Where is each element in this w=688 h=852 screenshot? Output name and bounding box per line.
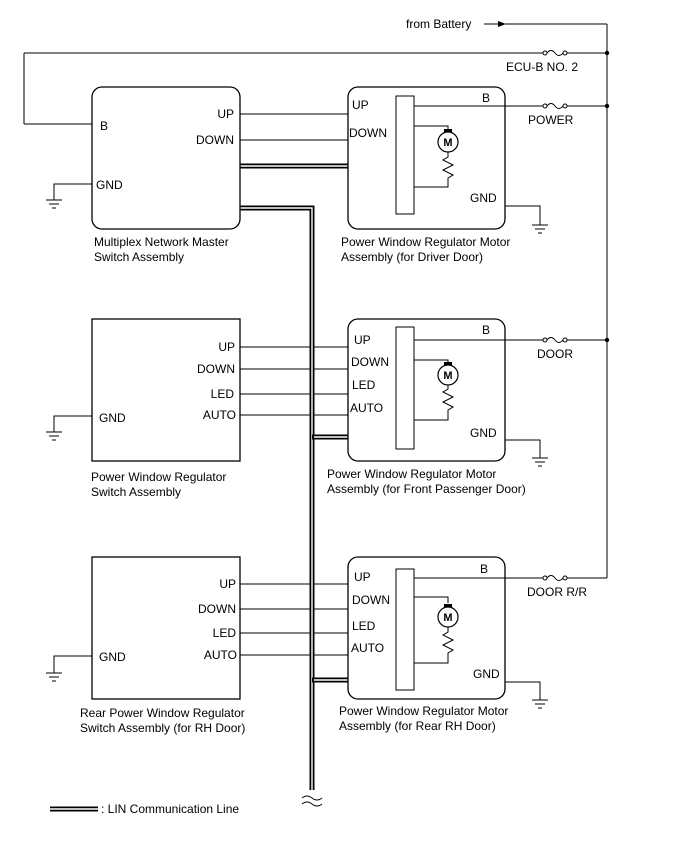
rear-switch-pin-up: UP — [219, 577, 236, 591]
driver-motor-label-1: Power Window Regulator Motor — [341, 235, 510, 249]
master-switch-label-2: Switch Assembly — [94, 250, 184, 264]
power-fuse-label: POWER — [528, 113, 574, 127]
rear-motor-symbol: M — [443, 612, 452, 624]
rear-motor-assembly: M UP DOWN LED AUTO B GND — [347, 556, 506, 700]
rear-motor-pin-down: DOWN — [352, 593, 390, 607]
passenger-motor-pin-up: UP — [354, 333, 371, 347]
door-fuse-label: DOOR — [537, 347, 573, 361]
rear-switch-pin-led: LED — [213, 626, 237, 640]
driver-motor-label-2: Assembly (for Driver Door) — [341, 250, 483, 264]
driver-pin-down: DOWN — [349, 126, 387, 140]
passenger-switch-pin-gnd: GND — [99, 411, 126, 425]
master-pin-up: UP — [217, 107, 234, 121]
power-wiring — [23, 21, 610, 579]
rear-motor-pin-b: B — [480, 562, 488, 576]
driver-pin-gnd: GND — [470, 191, 497, 205]
passenger-motor-assembly: M UP DOWN LED AUTO B GND — [347, 318, 506, 462]
rear-switch-label-2: Switch Assembly (for RH Door) — [80, 721, 245, 735]
ground-icon — [532, 224, 548, 234]
fuse-door-rr — [542, 575, 568, 581]
passenger-switch-label-2: Switch Assembly — [91, 485, 181, 499]
master-switch-assembly: B GND UP DOWN — [91, 86, 241, 230]
ground-icon — [46, 199, 62, 209]
rear-switch-assembly: UP DOWN LED AUTO GND — [91, 556, 241, 700]
driver-motor-symbol: M — [443, 137, 452, 149]
battery-arrow-icon — [498, 21, 506, 27]
rear-motor-pin-auto: AUTO — [351, 641, 384, 655]
legend-lin-label: : LIN Communication Line — [101, 802, 239, 816]
door-rr-fuse-label: DOOR R/R — [527, 585, 587, 599]
battery-label: from Battery — [406, 17, 471, 31]
rear-motor-pin-led: LED — [352, 619, 376, 633]
ground-icon — [46, 431, 62, 441]
master-pin-gnd: GND — [96, 178, 123, 192]
rear-motor-pin-up: UP — [354, 570, 371, 584]
fuse-ecu-b — [542, 50, 568, 56]
passenger-motor-pin-auto: AUTO — [350, 401, 383, 415]
rear-motor-label-1: Power Window Regulator Motor — [339, 704, 508, 718]
rear-switch-pin-auto: AUTO — [204, 648, 237, 662]
passenger-motor-pin-led: LED — [352, 378, 376, 392]
passenger-motor-pin-down: DOWN — [351, 355, 389, 369]
master-switch-label-1: Multiplex Network Master — [94, 235, 229, 249]
fuse-power — [542, 103, 568, 109]
passenger-motor-label-1: Power Window Regulator Motor — [327, 467, 496, 481]
master-pin-b: B — [100, 119, 108, 133]
passenger-switch-assembly: UP DOWN LED AUTO GND — [91, 318, 241, 462]
passenger-switch-pin-led: LED — [211, 387, 235, 401]
passenger-switch-pin-up: UP — [218, 340, 235, 354]
passenger-motor-pin-b: B — [482, 323, 490, 337]
rear-motor-pin-gnd: GND — [473, 667, 500, 681]
ground-icon — [532, 457, 548, 467]
ground-icon — [46, 672, 62, 682]
rear-switch-pin-down: DOWN — [198, 602, 236, 616]
ground-icon — [532, 699, 548, 709]
passenger-switch-pin-auto: AUTO — [203, 408, 236, 422]
passenger-motor-symbol: M — [443, 370, 452, 382]
fuse-door — [542, 337, 568, 343]
rear-switch-pin-gnd: GND — [99, 650, 126, 664]
driver-pin-up: UP — [352, 98, 369, 112]
rear-switch-label-1: Rear Power Window Regulator — [80, 706, 245, 720]
driver-pin-b: B — [482, 91, 490, 105]
driver-motor-assembly: M UP DOWN B GND — [347, 86, 506, 230]
passenger-motor-pin-gnd: GND — [470, 426, 497, 440]
master-pin-down: DOWN — [196, 133, 234, 147]
passenger-switch-label-1: Power Window Regulator — [91, 470, 226, 484]
ecu-b-fuse-label: ECU-B NO. 2 — [506, 60, 578, 74]
passenger-switch-pin-down: DOWN — [197, 362, 235, 376]
passenger-motor-label-2: Assembly (for Front Passenger Door) — [327, 482, 526, 496]
rear-motor-label-2: Assembly (for Rear RH Door) — [339, 719, 496, 733]
legend: : LIN Communication Line — [50, 802, 239, 816]
